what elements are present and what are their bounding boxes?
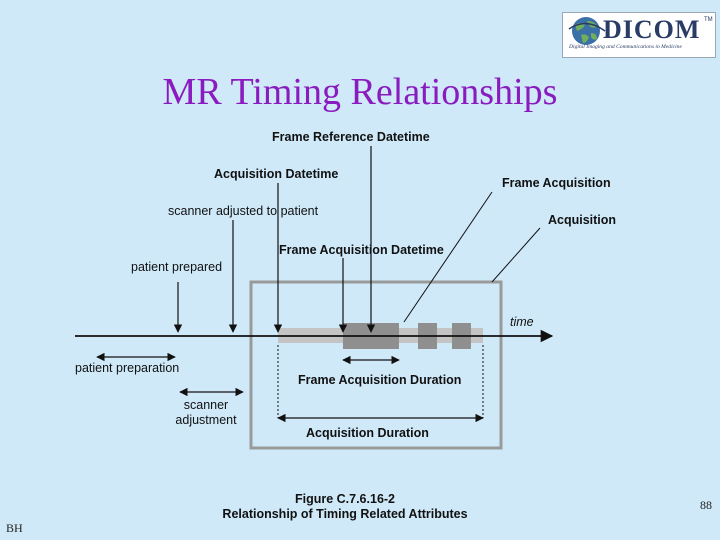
author-initials: BH: [6, 521, 23, 535]
label-scanner-adjustment: scanner adjustment: [166, 398, 246, 428]
label-scanner-adjusted-to-patient: scanner adjusted to patient: [168, 204, 319, 218]
slide-title: MR Timing Relationships: [162, 71, 558, 113]
label-frame-acquisition-datetime: Frame Acquisition Datetime: [279, 243, 444, 257]
acquisition-box: [249, 280, 503, 450]
label-acquisition-duration: Acquisition Duration: [306, 426, 429, 440]
page-number: 88: [700, 498, 712, 512]
figure-caption-number: Figure C.7.6.16-2: [294, 492, 396, 506]
logo-wordmark: DICOM: [603, 15, 701, 44]
label-scanner-adjustment-line1: scanner: [183, 398, 229, 412]
figure-caption: Figure C.7.6.16-2 Relationship of Timing…: [190, 492, 500, 522]
label-patient-prepared: patient prepared: [131, 260, 223, 274]
label-acquisition-datetime: Acquisition Datetime: [214, 167, 339, 181]
label-acquisition: Acquisition: [548, 213, 617, 227]
trademark-mark: TM: [704, 17, 713, 23]
globe-icon: [568, 17, 606, 45]
label-scanner-adjustment-line2: adjustment: [175, 413, 237, 427]
figure-caption-text: Relationship of Timing Related Attribute…: [222, 507, 468, 521]
acquisition-leader: [491, 227, 541, 283]
label-frame-acquisition: Frame Acquisition: [502, 176, 611, 190]
label-time: time: [510, 315, 534, 329]
label-frame-reference-datetime: Frame Reference Datetime: [272, 130, 430, 144]
label-frame-acquisition-duration: Frame Acquisition Duration: [298, 373, 462, 387]
logo-tagline: Digital Imaging and Communications in Me…: [569, 44, 682, 50]
dicom-logo: DICOM TM Digital Imaging and Communicati…: [562, 12, 716, 58]
frame-acquisition-leader: [403, 191, 493, 323]
label-patient-preparation: patient preparation: [75, 361, 180, 375]
